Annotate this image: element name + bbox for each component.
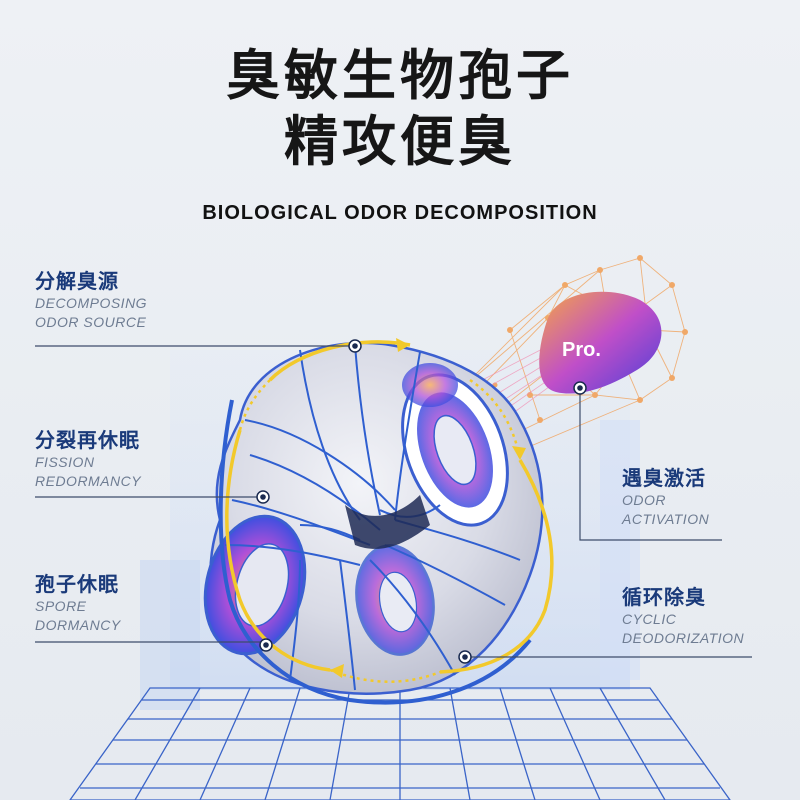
label-cn: 孢子休眠	[35, 572, 119, 596]
title-line-2: 精攻便臭	[284, 110, 516, 173]
title-line-1: 臭敏生物孢子	[226, 44, 574, 107]
label-en-line1: SPORE	[35, 598, 87, 614]
label-en-line2: DORMANCY	[35, 617, 121, 633]
label-decomposing-odor-source: 分解臭源 DECOMPOSING ODOR SOURCE	[35, 268, 147, 332]
floor-grid	[69, 687, 731, 800]
label-cyclic-deodorization: 循环除臭 CYCLIC DEODORIZATION	[622, 584, 744, 648]
label-cn: 遇臭激活	[622, 466, 706, 490]
glass-panel-left	[140, 560, 200, 710]
label-odor-activation: 遇臭激活 ODOR ACTIVATION	[622, 465, 709, 529]
label-en-line1: DECOMPOSING	[35, 295, 148, 311]
spore-body	[203, 341, 544, 695]
leader-lines	[35, 345, 752, 658]
label-cn: 分解臭源	[35, 269, 119, 293]
yellow-orbit-rings	[225, 340, 554, 674]
orbit-arrows	[330, 338, 526, 678]
subtitle: BIOLOGICAL ODOR DECOMPOSITION	[202, 202, 598, 224]
callout-markers	[256, 339, 587, 664]
label-en-line2: REDORMANCY	[35, 473, 142, 489]
label-spore-dormancy: 孢子休眠 SPORE DORMANCY	[35, 571, 121, 635]
label-cn: 分裂再休眠	[35, 428, 140, 452]
label-fission-redormancy: 分裂再休眠 FISSION REDORMANCY	[35, 427, 141, 491]
label-en-line2: ODOR SOURCE	[35, 314, 147, 330]
label-en-line2: DEODORIZATION	[622, 630, 745, 646]
label-en-line2: ACTIVATION	[622, 511, 710, 527]
pro-badge-text: Pro.	[562, 339, 601, 361]
outer-ring-blue	[218, 399, 532, 705]
label-en-line1: FISSION	[35, 454, 95, 470]
label-cn: 循环除臭	[622, 585, 706, 609]
label-en-line1: ODOR	[622, 492, 666, 508]
pro-spore-badge: Pro.	[539, 291, 662, 394]
glass-panel-right	[600, 420, 640, 680]
dashed-orbit-rings	[238, 378, 522, 683]
label-en-line1: CYCLIC	[622, 611, 677, 627]
